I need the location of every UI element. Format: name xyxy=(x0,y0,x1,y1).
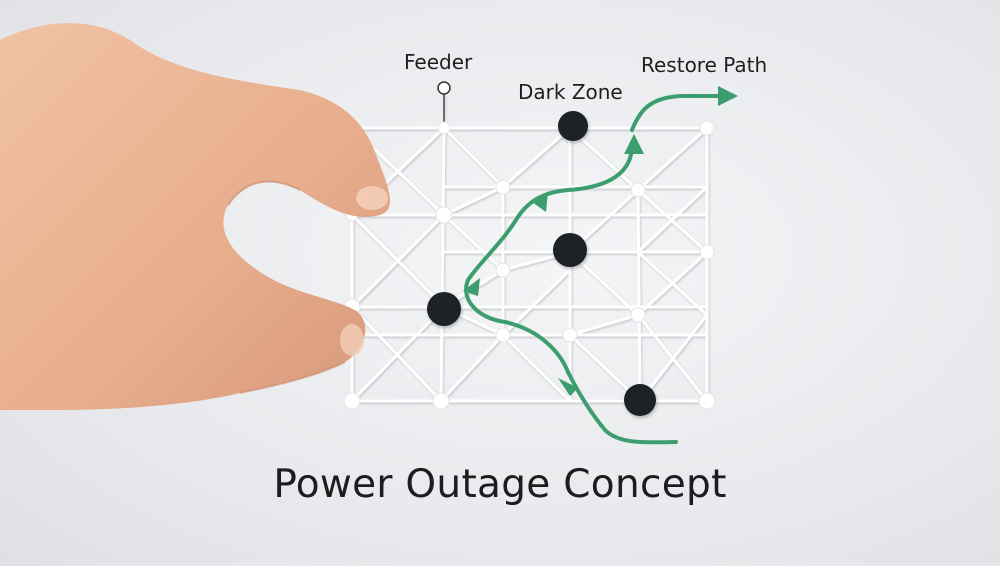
grid-line xyxy=(442,185,505,217)
fingernail xyxy=(356,186,388,210)
junction-node xyxy=(495,262,511,278)
grid-line xyxy=(501,126,572,189)
grid-junctions xyxy=(343,120,716,410)
grid-line xyxy=(439,126,446,403)
grid-line xyxy=(636,185,709,254)
grid-line xyxy=(636,188,642,403)
junction-node xyxy=(630,182,646,198)
junction-node xyxy=(437,121,451,135)
junction-node xyxy=(343,392,361,410)
arrow-head-icon xyxy=(532,192,548,212)
grid-line xyxy=(442,213,505,272)
outage-nodes xyxy=(427,111,656,416)
junction-node xyxy=(699,244,715,260)
grid-line xyxy=(636,126,709,192)
outage-node xyxy=(558,111,588,141)
grid-line xyxy=(442,126,505,189)
outage-node xyxy=(553,233,587,267)
grid-network xyxy=(350,93,709,403)
arrow-head-icon xyxy=(718,86,738,106)
hand-illustration xyxy=(0,23,390,410)
grid-line xyxy=(568,313,640,337)
arrow-head-icon xyxy=(558,378,578,396)
junction-node xyxy=(630,307,646,323)
fingernail xyxy=(340,324,364,356)
grid-line xyxy=(636,250,709,317)
grid-line xyxy=(350,213,446,309)
arrow-head-icon xyxy=(463,278,480,296)
dark-zone-label: Dark Zone xyxy=(518,80,623,104)
restore-path-main xyxy=(464,146,634,374)
restore-path xyxy=(464,94,724,445)
junction-node xyxy=(699,120,715,136)
junction-node xyxy=(432,392,450,410)
junction-node xyxy=(698,392,716,410)
grid-frame xyxy=(350,126,709,403)
restore-path-top xyxy=(630,94,724,132)
grid-line xyxy=(501,333,572,403)
grid-line xyxy=(350,305,443,403)
arrow-head-icon xyxy=(624,134,644,154)
grid-line xyxy=(439,333,505,403)
junction-node xyxy=(435,206,453,224)
outage-node xyxy=(624,384,656,416)
hand-shape xyxy=(0,23,390,410)
restore-path-label: Restore Path xyxy=(641,53,768,77)
grid-line xyxy=(638,313,709,403)
junction-node xyxy=(495,179,511,195)
feeder-label: Feeder xyxy=(404,50,473,74)
diagram-title: Power Outage Concept xyxy=(273,462,727,507)
restore-path-bottom xyxy=(566,370,678,445)
feeder-pin-icon xyxy=(437,81,451,95)
junction-node xyxy=(562,327,578,343)
restore-arrowheads xyxy=(463,86,738,396)
outage-node xyxy=(427,292,461,326)
junction-node xyxy=(495,327,511,343)
